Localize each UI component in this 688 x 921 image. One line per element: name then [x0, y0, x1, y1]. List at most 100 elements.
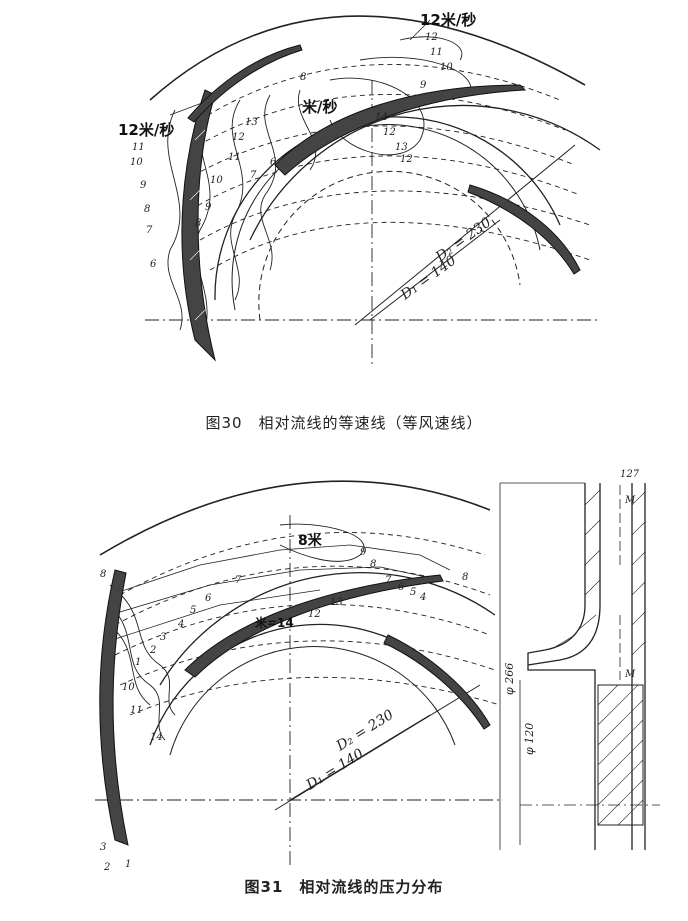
contour-line [109, 604, 166, 741]
contour-line [167, 109, 183, 331]
contour-label: 1 [135, 657, 141, 668]
d1-diameter-label: D₁ = 140 [303, 746, 367, 794]
contour-label: 4 [177, 619, 184, 630]
contour-label: 10 [440, 62, 453, 73]
section-mark-top: M [624, 495, 636, 506]
d1-leader [289, 714, 431, 801]
contour-label: 12 [308, 609, 321, 620]
inner-circle [169, 646, 456, 756]
shroud-profile [527, 483, 601, 666]
impeller-section-view [499, 482, 660, 850]
hatching [554, 489, 601, 648]
contour-label: 10 [122, 682, 135, 693]
contour-label: 7 [385, 575, 392, 586]
pressure-unit-label-top: 8米 [298, 532, 323, 549]
outer-rim-arc [149, 15, 586, 101]
contour-label: 11 [130, 705, 143, 716]
hatching [631, 491, 646, 656]
contour-line [230, 99, 244, 301]
d2-leader [354, 144, 576, 326]
figure-30-caption: 图30 相对流线的等速线（等风速线） [205, 414, 483, 432]
blade-middle [274, 84, 527, 176]
d2-circle [159, 572, 496, 686]
blade-middle [184, 574, 444, 678]
contour-label: 5 [410, 587, 416, 598]
section-mark-bottom: M [624, 669, 636, 680]
contour-label: 7 [146, 225, 153, 236]
contour-line [119, 640, 496, 686]
contour-label: 8 [100, 569, 106, 580]
contour-label: 11 [132, 142, 145, 153]
contour-line [114, 629, 151, 706]
contour-label: 8 [144, 204, 150, 215]
blade-hatch [194, 309, 206, 321]
speed-unit-label-mid: 米/秒 [302, 98, 337, 116]
contour-line [109, 566, 441, 616]
d1-leader [369, 219, 501, 321]
contour-line [279, 523, 365, 562]
contour-label: 12 [425, 32, 438, 43]
speed-unit-label-top: 12米/秒 [420, 11, 476, 29]
blade-hatch [189, 249, 201, 261]
contour-label: 2 [103, 862, 110, 873]
blade-right [383, 634, 491, 730]
contour-label: 3 [160, 632, 166, 643]
figure-31-caption: 图31 相对流线的压力分布 [244, 878, 444, 896]
contour-line [260, 94, 277, 271]
d1-circle [149, 623, 471, 746]
contour-label: 6 [270, 157, 277, 168]
contour-label: 7 [250, 170, 257, 181]
d1-diameter-label: D₁ = 140 [397, 253, 459, 304]
contour-line [109, 544, 451, 596]
contour-line [199, 64, 561, 121]
contour-label: 2 [149, 645, 156, 656]
contour-label: 8 [370, 559, 376, 570]
d2-leader [274, 684, 481, 811]
contour-label: 6 [150, 259, 157, 270]
section-dim-outer-diameter: φ 266 [503, 663, 516, 695]
velocity-contour-diagram: 12米/秒 米/秒 12米/秒 D₂ = 230 D₁ = 140 11 10 … [118, 11, 601, 365]
label-leader [409, 19, 431, 41]
d2-circle [249, 104, 601, 241]
contour-label: 14 [150, 732, 163, 743]
contour-label: 13 [395, 142, 408, 153]
contour-label: 6 [398, 582, 405, 593]
contour-label: 4 [419, 592, 426, 603]
contour-line [199, 190, 591, 241]
contour-label: 8 [300, 72, 306, 83]
contour-label: 12 [400, 154, 413, 165]
hub-hatch-block [597, 684, 644, 826]
contour-line [209, 221, 591, 271]
inner-circle-2 [258, 170, 521, 321]
contour-label: 14 [375, 112, 388, 123]
contour-label: 1 [125, 859, 131, 870]
contour-line [129, 676, 501, 716]
contour-line [184, 125, 576, 181]
inner-circle [231, 124, 541, 311]
contour-label: 8 [195, 218, 201, 229]
outer-rim-arc [99, 480, 491, 556]
section-dim-top: 127 [620, 469, 640, 480]
contour-label: 9 [140, 180, 147, 191]
speed-unit-label-left: 12米/秒 [118, 121, 174, 139]
contour-label: 8 [462, 572, 468, 583]
blade-left [99, 569, 129, 846]
blade-hatch [189, 189, 201, 201]
contour-label: 11 [228, 152, 241, 163]
contour-label: 10 [210, 175, 223, 186]
contour-line [297, 89, 317, 171]
pressure-unit-label-mid: 米=14 [255, 615, 294, 630]
contour-label: 10 [130, 157, 143, 168]
hub-profile [527, 483, 596, 850]
blade-left [181, 89, 216, 362]
contour-label: 12 [232, 132, 245, 143]
contour-label: 9 [360, 547, 367, 558]
contour-label: 5 [190, 605, 196, 616]
contour-label: 13 [330, 597, 343, 608]
contour-label: 9 [205, 202, 212, 213]
contour-label: 13 [245, 117, 258, 128]
contour-label: 11 [430, 47, 443, 58]
contour-line [114, 603, 491, 656]
contour-label: 12 [383, 127, 396, 138]
contour-label: 6 [205, 593, 212, 604]
